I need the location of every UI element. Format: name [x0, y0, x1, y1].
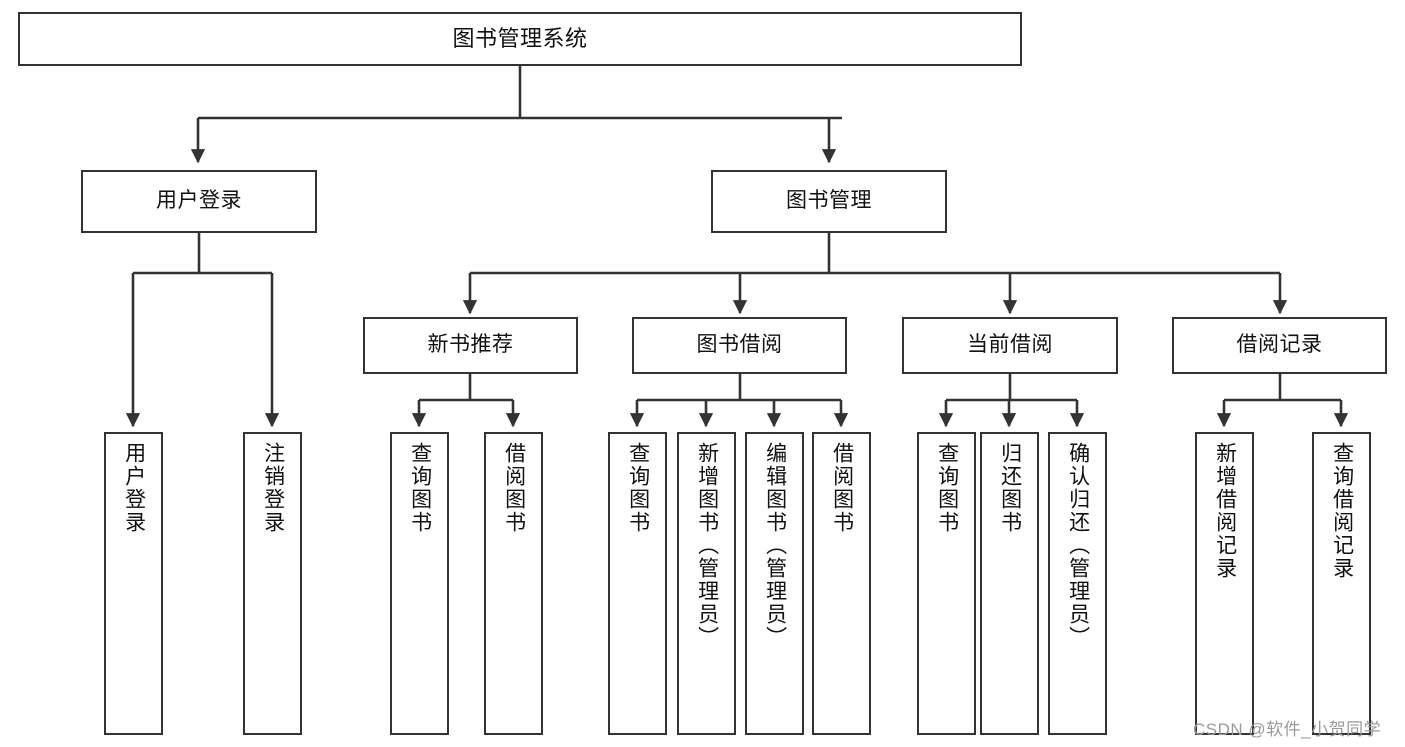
node-leaf-edit-book[interactable]: 编辑图书（管理员）: [745, 432, 804, 735]
node-leaf-edit-book-label: 编辑图书（管理员）: [763, 442, 787, 649]
node-user-login-label: 用户登录: [156, 189, 242, 213]
node-leaf-query-record[interactable]: 查询借阅记录: [1312, 432, 1371, 735]
node-book-manage[interactable]: 图书管理: [711, 170, 947, 233]
node-borrow-record-label: 借阅记录: [1236, 333, 1323, 357]
node-leaf-borrow-book-1[interactable]: 借阅图书: [484, 432, 543, 735]
node-leaf-confirm-return-label: 确认归还（管理员）: [1066, 442, 1090, 649]
node-borrow-record[interactable]: 借阅记录: [1172, 317, 1387, 374]
node-leaf-user-logout[interactable]: 注销登录: [243, 432, 302, 735]
node-leaf-query-record-label: 查询借阅记录: [1330, 442, 1354, 580]
node-leaf-add-book[interactable]: 新增图书（管理员）: [677, 432, 736, 735]
node-book-borrow[interactable]: 图书借阅: [632, 317, 847, 374]
node-book-borrow-label: 图书借阅: [696, 333, 783, 357]
node-leaf-borrow-book-2-label: 借阅图书: [830, 442, 854, 534]
node-root-label: 图书管理系统: [452, 26, 588, 52]
node-new-book-recommend-label: 新书推荐: [427, 333, 514, 357]
node-current-borrow[interactable]: 当前借阅: [902, 317, 1118, 374]
watermark-text: CSDN @软件_小贺同学: [1193, 720, 1382, 739]
node-book-manage-label: 图书管理: [786, 189, 872, 213]
node-leaf-query-book-1[interactable]: 查询图书: [390, 432, 449, 735]
node-new-book-recommend[interactable]: 新书推荐: [363, 317, 578, 374]
node-leaf-user-login[interactable]: 用户登录: [104, 432, 163, 735]
node-leaf-return-book-label: 归还图书: [998, 442, 1022, 534]
node-leaf-confirm-return[interactable]: 确认归还（管理员）: [1048, 432, 1107, 735]
node-leaf-query-book-3[interactable]: 查询图书: [917, 432, 976, 735]
node-leaf-add-record[interactable]: 新增借阅记录: [1195, 432, 1254, 735]
node-user-login[interactable]: 用户登录: [81, 170, 317, 233]
node-current-borrow-label: 当前借阅: [967, 333, 1053, 357]
node-leaf-query-book-2[interactable]: 查询图书: [608, 432, 667, 735]
node-leaf-borrow-book-1-label: 借阅图书: [502, 442, 526, 534]
node-leaf-query-book-3-label: 查询图书: [935, 442, 959, 534]
node-leaf-user-logout-label: 注销登录: [261, 442, 285, 534]
node-leaf-return-book[interactable]: 归还图书: [980, 432, 1039, 735]
node-leaf-query-book-1-label: 查询图书: [408, 442, 432, 534]
node-leaf-query-book-2-label: 查询图书: [626, 442, 650, 534]
node-leaf-user-login-label: 用户登录: [122, 442, 146, 534]
node-root[interactable]: 图书管理系统: [18, 12, 1022, 66]
node-leaf-add-book-label: 新增图书（管理员）: [695, 442, 719, 649]
node-leaf-add-record-label: 新增借阅记录: [1213, 442, 1237, 580]
node-leaf-borrow-book-2[interactable]: 借阅图书: [812, 432, 871, 735]
